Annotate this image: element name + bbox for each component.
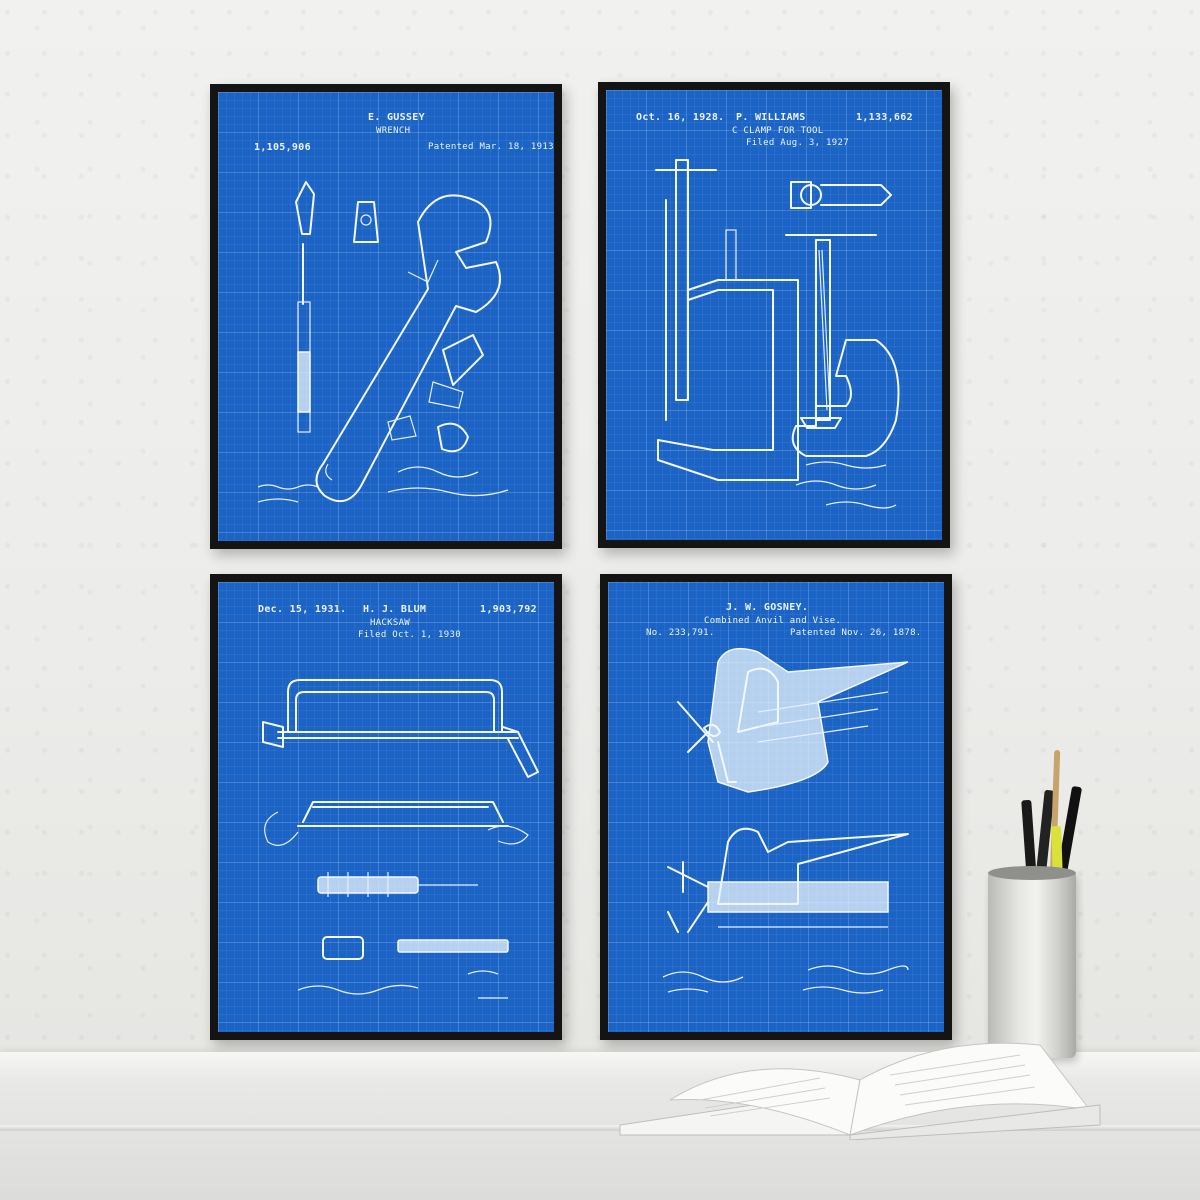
- poster-anvil-vise: J. W. GOSNEY. Combined Anvil and Vise. N…: [608, 582, 944, 1032]
- poster-filed: Filed Aug. 3, 1927: [746, 138, 849, 148]
- patent-number: 1,105,906: [254, 142, 311, 153]
- poster-title: Combined Anvil and Vise.: [704, 616, 842, 626]
- poster-wrench: E. GUSSEY WRENCH 1,105,906 Patented Mar.…: [218, 92, 554, 541]
- pencil-cup: [988, 872, 1076, 1058]
- shelf-edge: [0, 1125, 1200, 1131]
- poster-title: C CLAMP FOR TOOL: [732, 126, 824, 136]
- poster-clamp: Oct. 16, 1928. P. WILLIAMS 1,133,662 C C…: [606, 90, 942, 540]
- poster-name: H. J. BLUM: [363, 604, 427, 615]
- poster-title: HACKSAW: [370, 618, 411, 628]
- open-book: [619, 1042, 1101, 1140]
- patent-number: No. 233,791.: [646, 628, 715, 638]
- poster-name: J. W. GOSNEY.: [726, 602, 809, 613]
- poster-filed: Filed Oct. 1, 1930: [358, 630, 461, 640]
- poster-date: Dec. 15, 1931.: [258, 604, 347, 615]
- pencil-cup-rim: [988, 866, 1076, 880]
- frame-anvil-vise: J. W. GOSNEY. Combined Anvil and Vise. N…: [600, 574, 952, 1040]
- poster-title: WRENCH: [376, 126, 411, 136]
- poster-hacksaw: Dec. 15, 1931. H. J. BLUM 1,903,792 HACK…: [218, 582, 554, 1032]
- poster-name: P. WILLIAMS: [736, 112, 806, 123]
- poster-date: Oct. 16, 1928.: [636, 112, 725, 123]
- frame-wrench: E. GUSSEY WRENCH 1,105,906 Patented Mar.…: [210, 84, 562, 549]
- frame-clamp: Oct. 16, 1928. P. WILLIAMS 1,133,662 C C…: [598, 82, 950, 548]
- patent-number: 1,133,662: [856, 112, 913, 123]
- anvil-vise-drawing: [662, 647, 909, 994]
- poster-name: E. GUSSEY: [368, 112, 425, 123]
- frame-hacksaw: Dec. 15, 1931. H. J. BLUM 1,903,792 HACK…: [210, 574, 562, 1040]
- patent-date: Patented Nov. 26, 1878.: [790, 628, 922, 638]
- patent-date: Patented Mar. 18, 1913: [428, 142, 554, 152]
- clamp-drawing: [655, 159, 900, 509]
- hacksaw-drawing: [262, 679, 539, 999]
- wrench-drawing: [257, 181, 509, 503]
- patent-number: 1,903,792: [480, 604, 537, 615]
